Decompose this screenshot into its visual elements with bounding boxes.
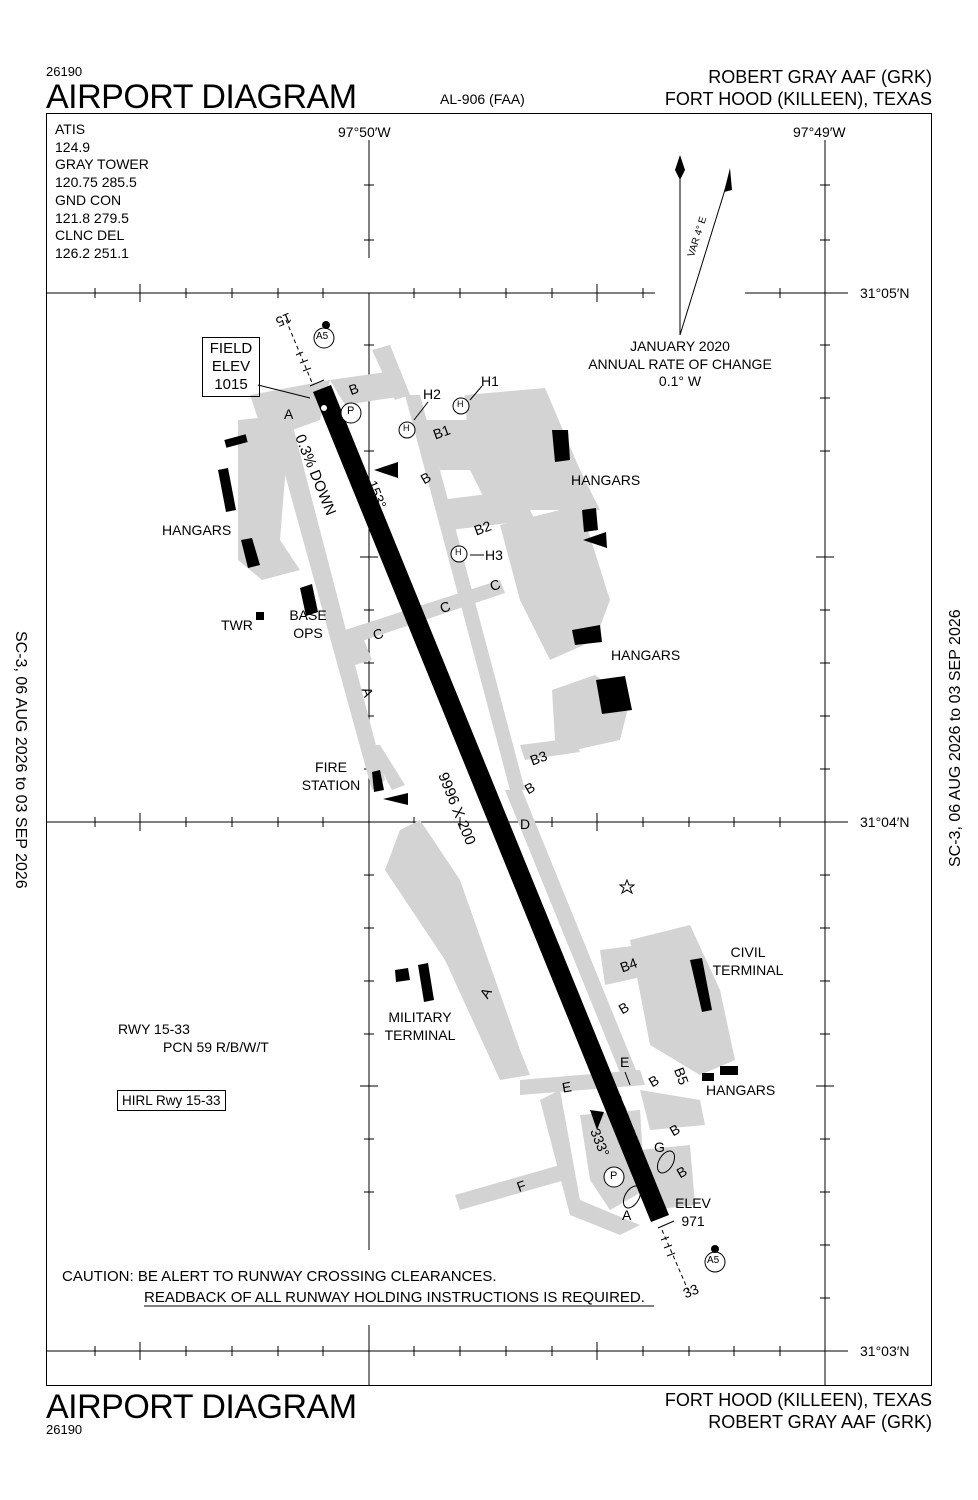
footer-location: FORT HOOD (KILLEEN), TEXAS (664, 1390, 932, 1410)
airport-location: FORT HOOD (KILLEEN), TEXAS (664, 88, 932, 109)
fire-station-label: FIRE STATION (296, 759, 366, 794)
parking-icon: P (347, 405, 355, 417)
taxiway-d-label: D (520, 816, 531, 832)
fire-station-line: FIRE (315, 759, 347, 775)
freq-line: 120.75 285.5 (55, 174, 137, 191)
helipad-icon: H (403, 423, 410, 433)
freq-line: GRAY TOWER (55, 156, 149, 173)
lon-west-label: 97°50′W (338, 124, 391, 140)
caution-line2: READBACK OF ALL RUNWAY HOLDING INSTRUCTI… (144, 1289, 645, 1306)
elev-33-value: 971 (681, 1212, 705, 1229)
lat-top-label: 31°05′N (860, 285, 910, 301)
helipad-icon: H (457, 399, 464, 409)
field-elev-line: FIELD (209, 340, 253, 357)
parking-icon: P (610, 1170, 618, 1182)
military-terminal-label: MILITARY TERMINAL (380, 1009, 460, 1044)
elev-33-label: ELEV (675, 1195, 711, 1211)
document-id: AL-906 (FAA) (440, 91, 525, 107)
helipad-icon: H (455, 547, 462, 557)
freq-line: ATIS (55, 121, 86, 137)
lat-mid-label: 31°04′N (860, 814, 910, 830)
airport-footer: FORT HOOD (KILLEEN), TEXAS ROBERT GRAY A… (665, 1390, 932, 1433)
lat-bottom-label: 31°03′N (860, 1343, 910, 1359)
taxiway-g-label: G (654, 1139, 665, 1155)
hangars-label-south: HANGARS (706, 1082, 776, 1098)
procedure-number-bottom: 26190 (46, 1422, 83, 1437)
lon-east-label: 97°49′W (793, 124, 846, 140)
frequencies-block: ATIS 124.9 GRAY TOWER 120.75 285.5 GND C… (55, 121, 149, 263)
runway-lighting-box: HIRL Rwy 15-33 (117, 1090, 226, 1111)
military-terminal-line: TERMINAL (384, 1026, 456, 1043)
civil-terminal-label: CIVIL TERMINAL (708, 944, 788, 979)
civil-terminal-line: CIVIL (730, 944, 766, 960)
taxiway-e-label: E (620, 1054, 630, 1070)
fire-station-line: STATION (301, 776, 361, 793)
freq-line: GND CON (55, 191, 122, 208)
freq-line: 121.8 279.5 (55, 209, 129, 226)
runway-info-line1: RWY 15-33 (118, 1021, 190, 1037)
hangars-label-west: HANGARS (162, 522, 232, 538)
footer-title: AIRPORT DIAGRAM (46, 1388, 357, 1426)
taxiway-a-label: A (284, 406, 294, 422)
mag-rate: 0.1° W (658, 373, 702, 389)
airport-name: ROBERT GRAY AAF (GRK) (708, 67, 932, 87)
helipad-h3-label: H3 (485, 547, 503, 563)
runway-info-line2: PCN 59 R/B/W/T (163, 1039, 269, 1055)
approach-marker-icon: A5 (316, 331, 329, 342)
helipad-h2-label: H2 (423, 386, 441, 402)
mag-variation-block: JANUARY 2020 ANNUAL RATE OF CHANGE 0.1° … (578, 338, 782, 391)
tower-label: TWR (221, 617, 253, 633)
base-ops-line: BASE (289, 607, 327, 623)
helipad-h1-label: H1 (481, 373, 499, 389)
field-elev-value: 1015 (214, 376, 248, 393)
taxiway-a-label: A (622, 1207, 632, 1223)
hangars-label-ne: HANGARS (571, 472, 641, 488)
page-title: AIRPORT DIAGRAM (46, 78, 357, 116)
freq-line: 124.9 (55, 138, 91, 155)
airport-header: ROBERT GRAY AAF (GRK) FORT HOOD (KILLEEN… (665, 67, 932, 110)
civil-terminal-line: TERMINAL (712, 961, 784, 978)
runway-33-elevation: ELEV 971 (668, 1195, 718, 1230)
approach-marker-icon: A5 (707, 1255, 720, 1266)
base-ops-line: OPS (293, 624, 323, 641)
procedure-number-top: 26190 (46, 64, 83, 79)
freq-line: CLNC DEL (55, 227, 125, 244)
footer-airport-name: ROBERT GRAY AAF (GRK) (708, 1411, 932, 1432)
field-elevation-box: FIELD ELEV 1015 (202, 337, 260, 397)
caution-line1: CAUTION: BE ALERT TO RUNWAY CROSSING CLE… (62, 1268, 497, 1285)
hangars-label-east: HANGARS (611, 647, 681, 663)
diagram-frame (46, 113, 932, 1386)
military-terminal-line: MILITARY (388, 1009, 452, 1025)
mag-rate-label: ANNUAL RATE OF CHANGE (588, 355, 772, 372)
field-elev-line: ELEV (211, 358, 251, 375)
mag-date: JANUARY 2020 (630, 338, 730, 354)
freq-line: 126.2 251.1 (55, 244, 129, 261)
base-ops-label: BASE OPS (283, 607, 333, 642)
